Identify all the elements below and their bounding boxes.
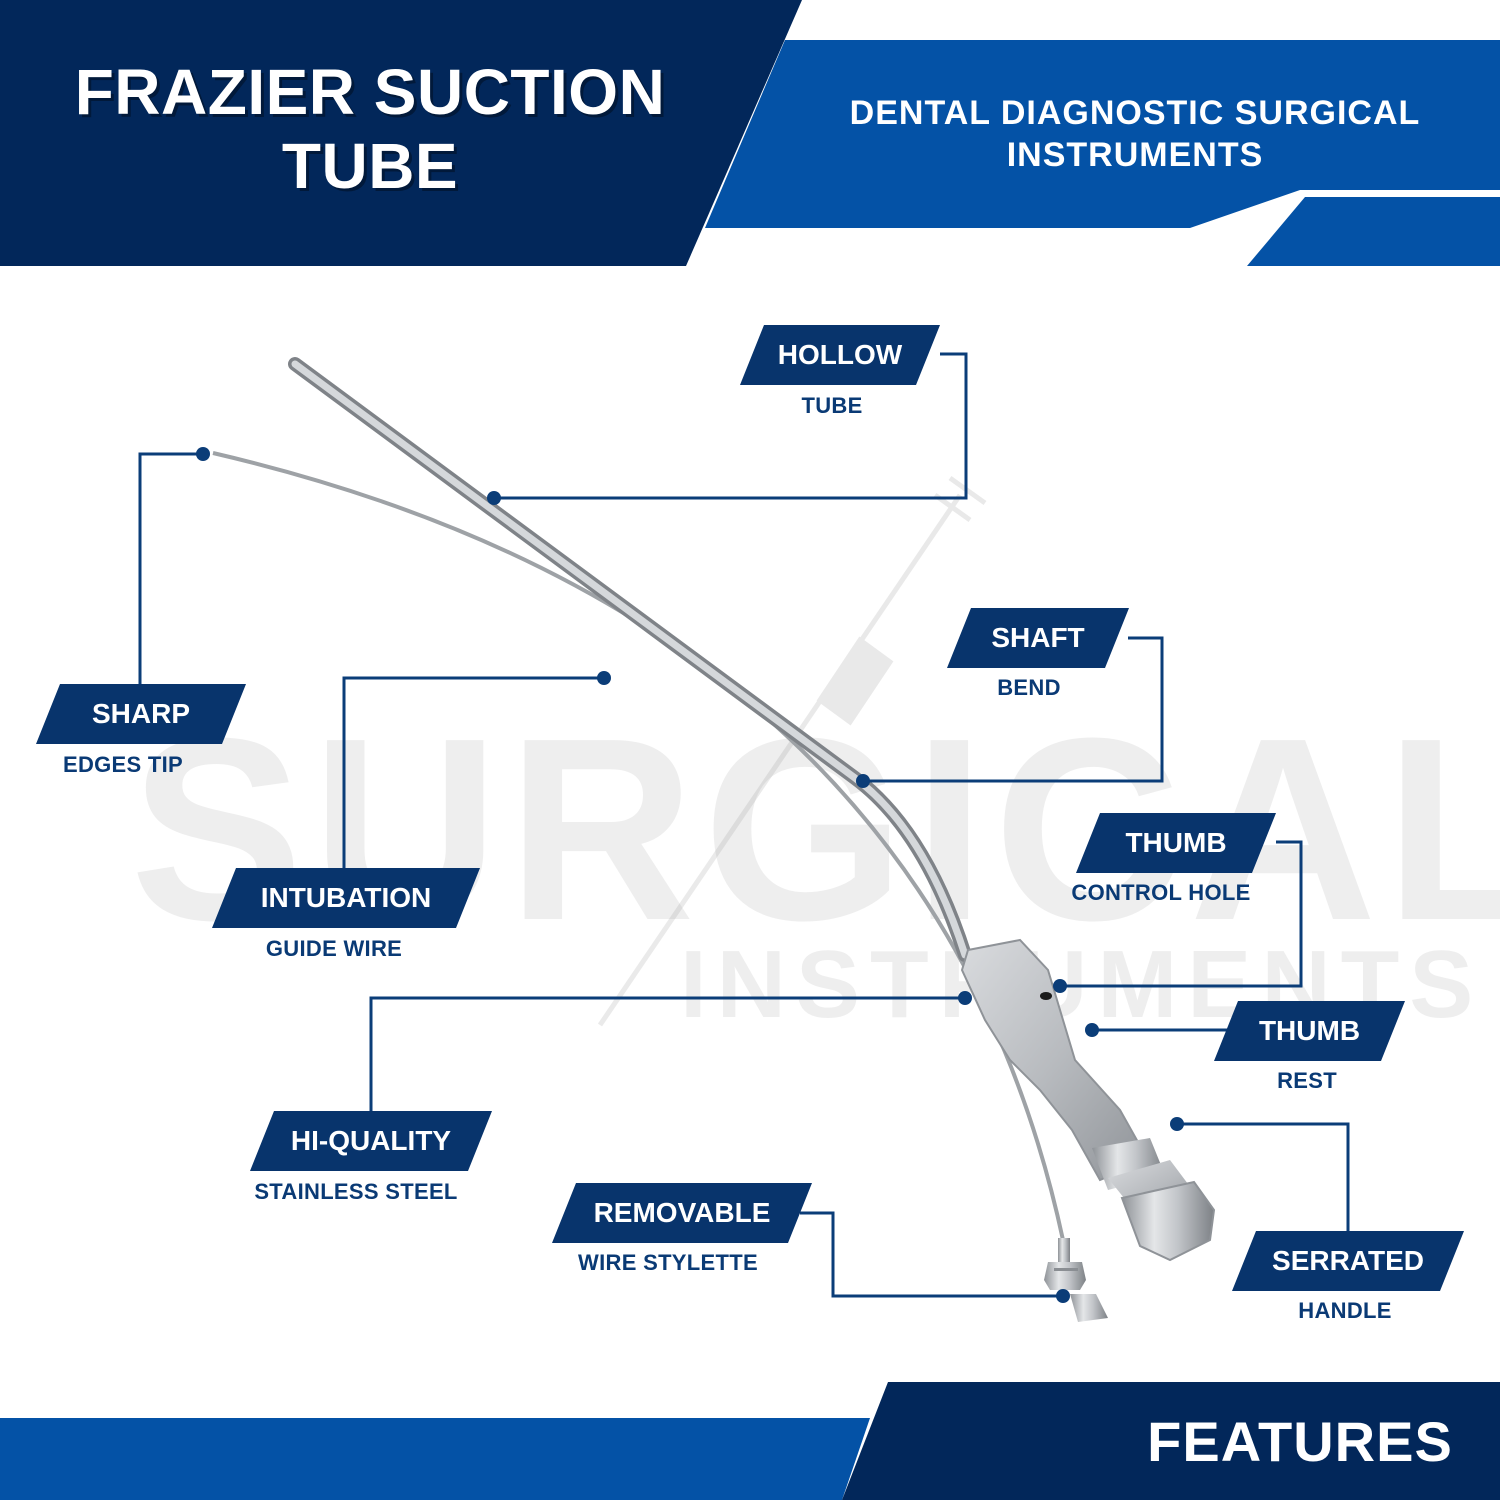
callout-hollow-sub: TUBE [801, 393, 863, 418]
callout-sharp: SHARP [36, 684, 246, 744]
callout-thumb-rest-sub: REST [1277, 1068, 1337, 1093]
handle [960, 938, 1216, 1262]
callout-removable-sub: WIRE STYLETTE [578, 1250, 758, 1275]
callout-removable: REMOVABLE [552, 1183, 812, 1243]
dot-sharp [196, 447, 210, 461]
callout-intubation-sub: GUIDE WIRE [265, 936, 403, 961]
callout-thumb-rest: THUMB [1214, 1001, 1405, 1061]
footer-title: FEATURES [1147, 1410, 1453, 1473]
dot-intubation [597, 671, 611, 685]
dot-hollow [487, 491, 501, 505]
dot-removable [1056, 1289, 1070, 1303]
leader-quality [369, 996, 965, 1112]
leader-removable [800, 1211, 1063, 1298]
leader-hollow [494, 352, 968, 500]
dot-thumb-hole [1053, 979, 1067, 993]
header-navy-band [0, 0, 802, 266]
leader-thumb-hole [1060, 840, 1303, 988]
leader-sharp [138, 452, 203, 684]
dot-serrated [1170, 1117, 1184, 1131]
dot-shaft [856, 774, 870, 788]
callout-serrated-sub: HANDLE [1298, 1298, 1392, 1323]
callout-shaft-sub: BEND [997, 675, 1061, 700]
page-subtitle: DENTAL DIAGNOSTIC SURGICAL INSTRUMENTS [849, 94, 1421, 174]
stylette-knob [1044, 1238, 1108, 1322]
callout-hollow: HOLLOW [740, 325, 940, 385]
header-blue-band [705, 40, 1500, 228]
dot-thumb-rest [1085, 1023, 1099, 1037]
leader-shaft [863, 636, 1164, 783]
callout-thumb-hole: THUMB [1076, 813, 1276, 873]
page-title: FRAZIER SUCTION TUBE [74, 56, 666, 202]
footer-blue-band [0, 1418, 870, 1500]
callout-serrated: SERRATED [1232, 1231, 1464, 1291]
callout-thumb-hole-sub: CONTROL HOLE [1071, 880, 1251, 905]
dot-quality [958, 991, 972, 1005]
callout-quality: HI-QUALITY [250, 1111, 492, 1171]
footer-navy-band [842, 1382, 1500, 1500]
callout-shaft: SHAFT [947, 608, 1129, 668]
header-corner-stripe [1247, 197, 1500, 266]
callout-sharp-sub: EDGES TIP [62, 752, 184, 777]
leader-serrated [1177, 1122, 1350, 1232]
callout-quality-sub: STAINLESS STEEL [254, 1179, 458, 1204]
leader-intubation [342, 676, 604, 868]
callout-intubation: INTUBATION [212, 868, 480, 928]
